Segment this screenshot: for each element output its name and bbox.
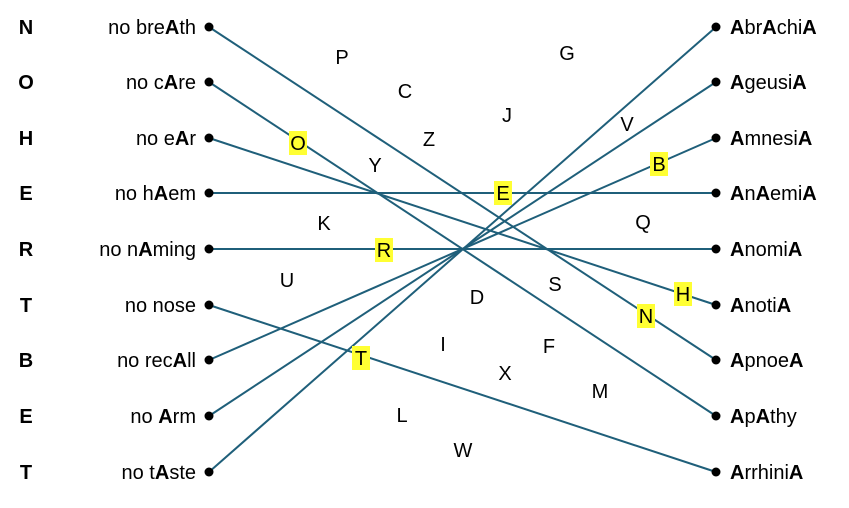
left-dot <box>204 300 214 310</box>
answer-letter: N <box>19 17 33 39</box>
highlight-box <box>352 346 370 370</box>
clue-label: no eAr <box>136 128 196 150</box>
connection-lines <box>208 26 717 473</box>
connector-dots <box>204 22 721 477</box>
right-dot <box>711 411 721 421</box>
left-dot <box>204 355 214 365</box>
scatter-letter: X <box>498 363 511 385</box>
connection-line <box>208 137 717 306</box>
left-dot <box>204 133 214 143</box>
term-label: AmnesiA <box>730 128 812 150</box>
answer-letter: R <box>19 239 34 261</box>
answer-letter: E <box>19 406 32 428</box>
term-label: ArrhiniA <box>730 462 803 484</box>
right-dot <box>711 244 721 254</box>
highlighted-letters: O E B R H N T <box>289 131 692 370</box>
answer-letter: H <box>19 128 33 150</box>
scatter-letter: V <box>620 114 634 136</box>
clue-label: no nAming <box>99 239 196 261</box>
answer-letter: T <box>20 462 32 484</box>
term-label: ApnoeA <box>730 350 803 372</box>
highlight-box <box>494 181 512 205</box>
scatter-letter: Z <box>423 129 435 151</box>
term-label: AnAemiA <box>730 183 817 205</box>
highlight-box <box>637 304 655 328</box>
term-label: ApAthy <box>730 406 797 428</box>
highlight-box <box>375 238 393 262</box>
connection-line <box>208 26 717 473</box>
scatter-letter: C <box>398 81 412 103</box>
scatter-letter: L <box>396 405 407 427</box>
right-dot <box>711 133 721 143</box>
right-dot <box>711 22 721 32</box>
clue-label: no Arm <box>130 406 196 428</box>
answer-letter: E <box>19 183 32 205</box>
highlight-letter: E <box>496 183 509 205</box>
clue-label: no hAem <box>115 183 196 205</box>
answer-letter: O <box>18 72 34 94</box>
connection-line <box>208 304 717 473</box>
scatter-letter: U <box>280 270 294 292</box>
right-dot <box>711 467 721 477</box>
scatter-letter: D <box>470 287 484 309</box>
right-dot <box>711 355 721 365</box>
highlight-box <box>650 152 668 176</box>
scatter-letter: P <box>335 47 348 69</box>
left-dot <box>204 77 214 87</box>
left-dot <box>204 244 214 254</box>
scatter-letter: W <box>454 440 473 462</box>
clue-label: no breAth <box>108 17 196 39</box>
scatter-letter: F <box>543 336 555 358</box>
clue-column: no breAth no cAre no eAr no hAem no nAming no… <box>99 17 196 484</box>
highlight-box <box>674 282 692 306</box>
term-label: AgeusiA <box>730 72 807 94</box>
right-dot <box>711 188 721 198</box>
scatter-letter: S <box>548 274 561 296</box>
term-label: AnotiA <box>730 295 791 317</box>
right-dot <box>711 77 721 87</box>
clue-label: no recAll <box>117 350 196 372</box>
highlight-letter: H <box>676 284 690 306</box>
scatter-letter: M <box>592 381 609 403</box>
highlight-letter: T <box>355 348 367 370</box>
right-dot <box>711 300 721 310</box>
scatter-letter: I <box>440 334 446 356</box>
left-dot <box>204 22 214 32</box>
highlight-letter: R <box>377 240 391 262</box>
clue-label: no tAste <box>122 462 197 484</box>
term-label: AbrAchiA <box>730 17 817 39</box>
medical-term-column: AbrAchiA AgeusiA AmnesiA AnAemiA AnomiA Anoti… <box>730 17 817 484</box>
answer-letter: B <box>19 350 33 372</box>
left-dot <box>204 411 214 421</box>
answer-letter: T <box>20 295 32 317</box>
highlight-letter: O <box>290 133 306 155</box>
clue-label: no cAre <box>126 72 196 94</box>
term-label: AnomiA <box>730 239 802 261</box>
scatter-letter: Y <box>368 155 381 177</box>
highlight-letter: B <box>652 154 665 176</box>
scatter-letter: G <box>559 43 575 65</box>
scatter-letter: J <box>502 105 512 127</box>
scatter-letter: Q <box>635 212 651 234</box>
answer-letter-column: N O H E R T B E T <box>18 17 34 484</box>
left-dot <box>204 188 214 198</box>
scatter-letter: K <box>317 213 331 235</box>
scattered-letters: P G C J V Z Y K Q U S D F I X M L W <box>280 43 651 462</box>
left-dot <box>204 467 214 477</box>
highlight-box <box>289 131 307 155</box>
clue-label: no nose <box>125 295 196 317</box>
highlight-letter: N <box>639 306 653 328</box>
